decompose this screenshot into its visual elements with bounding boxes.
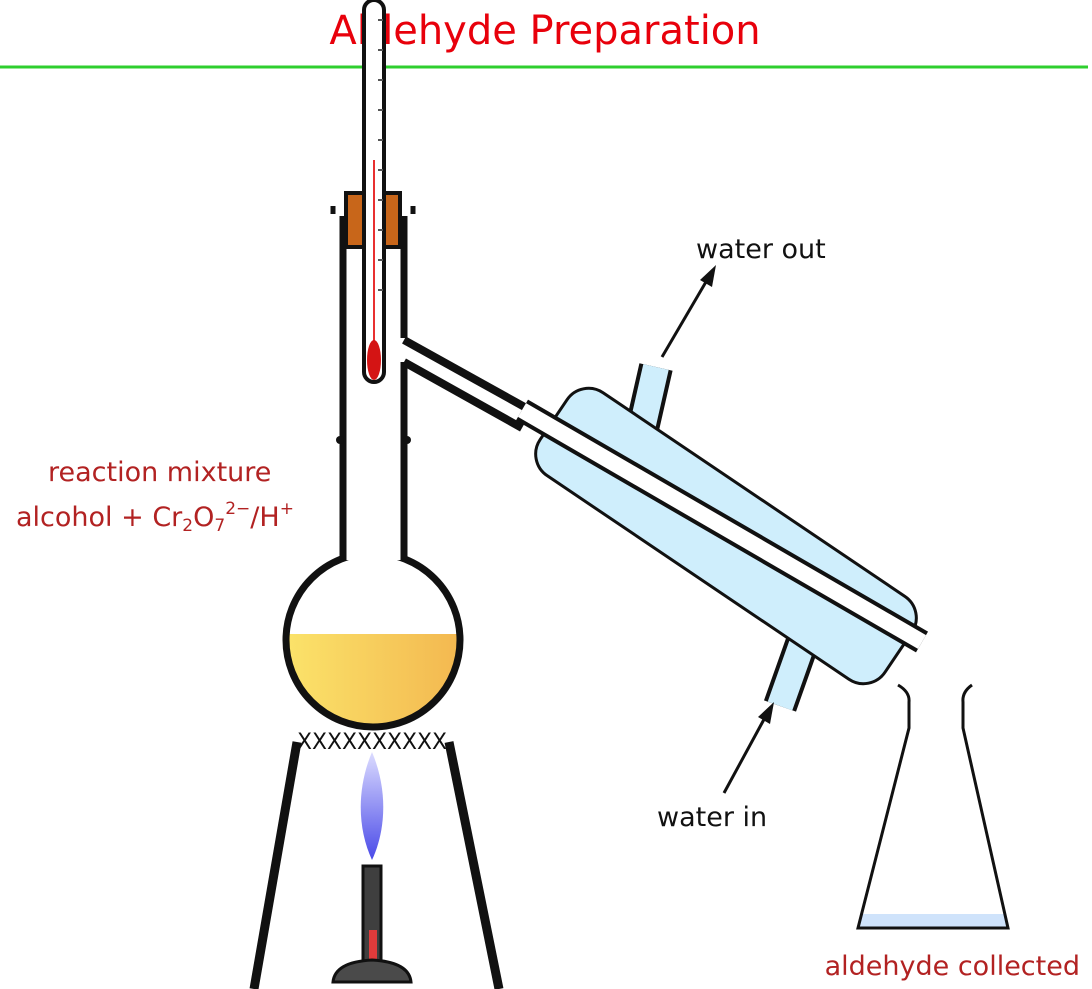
bunsen-burner-icon <box>331 752 413 984</box>
water-in-arrow <box>722 702 774 794</box>
plus-superscript: + <box>280 499 294 519</box>
reagents-label: alcohol + Cr2O72−/H+ <box>16 499 294 536</box>
reaction-mixture-label: reaction mixture <box>48 457 271 488</box>
liebig-condenser-icon <box>515 363 929 712</box>
subscript-7: 7 <box>214 516 225 536</box>
reagent-oxygen: O <box>193 502 214 533</box>
reaction-mixture-liquid <box>286 634 460 727</box>
thermometer-icon <box>362 0 386 384</box>
charge-superscript: 2− <box>225 499 250 519</box>
subscript-2: 2 <box>182 516 193 536</box>
delivery-side-arm <box>402 336 532 432</box>
conical-flask-icon <box>856 683 1010 930</box>
wire-gauze: XXXXXXXXXX <box>297 730 447 755</box>
water-in-label: water in <box>657 802 767 833</box>
reagent-acid: /H <box>250 502 279 533</box>
aldehyde-collected-label: aldehyde collected <box>825 951 1080 982</box>
water-out-label: water out <box>696 234 826 265</box>
water-out-arrow <box>660 265 716 358</box>
page-title: Aldehyde Preparation <box>329 8 760 54</box>
reagent-alcohol-chromium: alcohol + Cr <box>16 502 183 533</box>
flame-icon <box>360 752 384 860</box>
tripod-stand <box>249 741 504 989</box>
